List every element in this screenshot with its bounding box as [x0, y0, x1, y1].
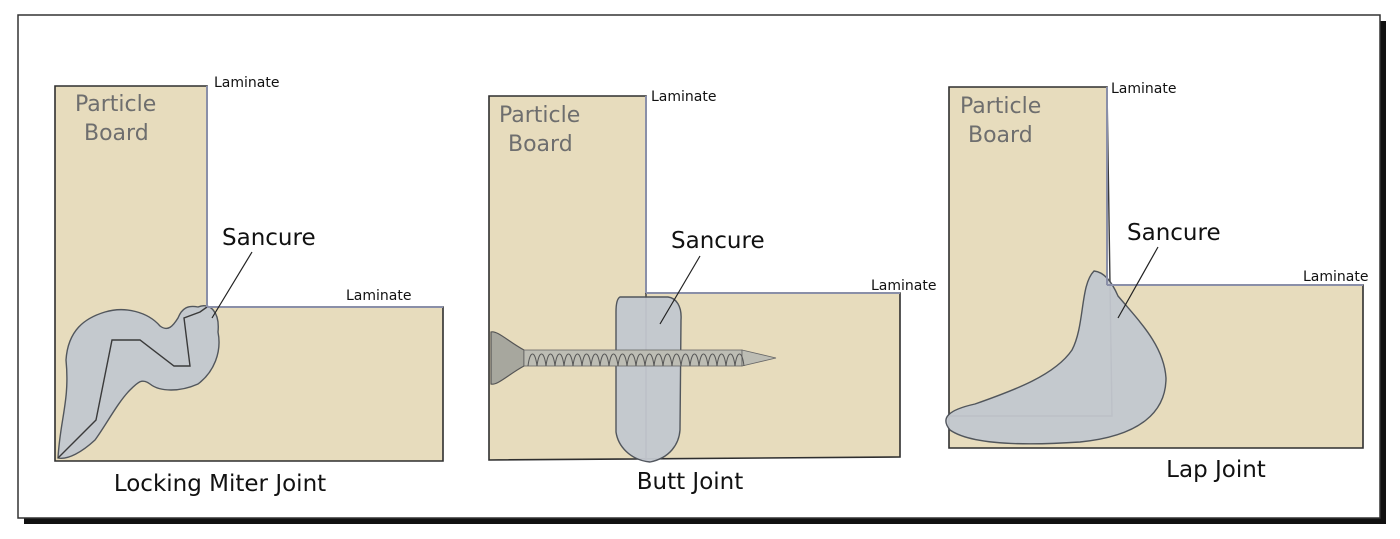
sancure-label: Sancure	[671, 228, 765, 254]
sancure-leader	[211, 251, 253, 319]
sancure-leader	[659, 255, 701, 325]
panel-locking-miter: Particle Board Laminate Laminate Sancure…	[54, 75, 444, 497]
screw-thread	[626, 353, 637, 367]
panel-title: Butt Joint	[637, 469, 744, 495]
screw-thread	[635, 353, 646, 367]
screw-thread	[725, 353, 736, 367]
laminate-label-top: Laminate	[214, 75, 279, 91]
sancure-label: Sancure	[1127, 220, 1221, 246]
screw-thread	[734, 353, 745, 367]
screw-thread	[608, 353, 619, 367]
panel-title: Locking Miter Joint	[114, 471, 326, 497]
screw-thread	[545, 353, 556, 367]
sancure-sealant	[615, 296, 682, 463]
sancure-label: Sancure	[222, 225, 316, 251]
screw-thread	[581, 353, 592, 367]
screw-thread	[599, 353, 610, 367]
screw-icon	[490, 331, 777, 385]
board-label-line1: Particle	[499, 103, 580, 128]
panel-lap: Particle Board Laminate Laminate Sancure…	[945, 81, 1368, 483]
screw-thread	[536, 353, 547, 367]
screw-thread	[662, 353, 673, 367]
screw-thread	[653, 353, 664, 367]
screw-thread	[680, 353, 691, 367]
miter-interlock-line	[57, 306, 208, 459]
board-label-line1: Particle	[960, 94, 1041, 119]
screw-thread	[707, 353, 718, 367]
board-label-line2: Board	[508, 132, 573, 157]
screw-thread	[698, 353, 709, 367]
sancure-leader	[1117, 246, 1159, 319]
sancure-sealant	[945, 270, 1167, 445]
board-label-line2: Board	[968, 123, 1033, 148]
screw-thread	[716, 353, 727, 367]
laminate-label-right: Laminate	[871, 278, 936, 294]
panel-butt: Particle Board Laminate Laminate Sancure…	[488, 89, 936, 495]
screw-thread	[644, 353, 655, 367]
laminate-label-top: Laminate	[1111, 81, 1176, 97]
screw-thread	[527, 353, 538, 367]
screw-thread	[554, 353, 565, 367]
laminate-label-right: Laminate	[346, 288, 411, 304]
panel-title: Lap Joint	[1166, 457, 1266, 483]
screw-thread	[572, 353, 583, 367]
laminate-label-right: Laminate	[1303, 269, 1368, 285]
screw-thread	[563, 353, 574, 367]
screw-thread	[671, 353, 682, 367]
board-label-line2: Board	[84, 121, 149, 146]
board-label-line1: Particle	[75, 92, 156, 117]
screw-thread	[689, 353, 700, 367]
laminate-label-top: Laminate	[651, 89, 716, 105]
screw-thread	[590, 353, 601, 367]
screw-thread	[617, 353, 628, 367]
